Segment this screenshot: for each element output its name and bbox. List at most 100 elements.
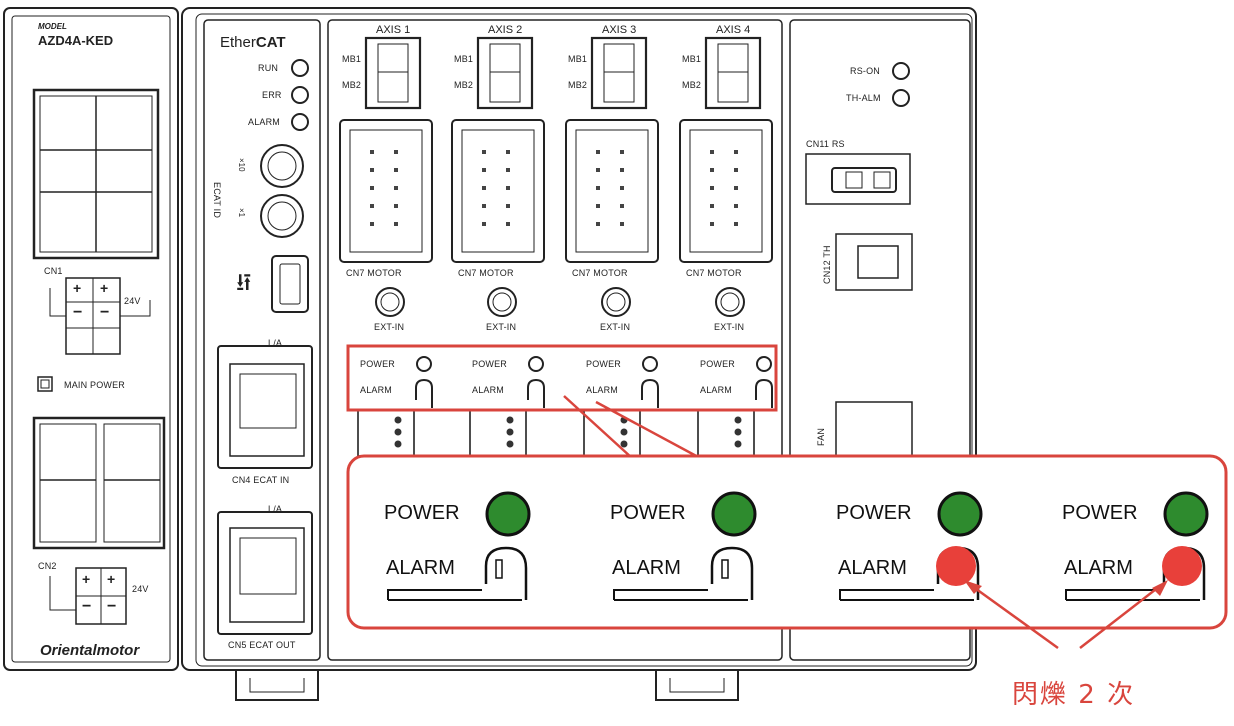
- ecat-id-switch-x10: [260, 144, 304, 188]
- led-highlight-box: [346, 344, 778, 412]
- ecat-id-switch-x1: [260, 194, 304, 238]
- cn4-la-label: L/A: [268, 338, 283, 348]
- power-led-large: [937, 491, 983, 537]
- mb1-label: MB1: [568, 54, 588, 64]
- zoom-alarm-label: ALARM: [838, 557, 907, 579]
- axis-column-1: [339, 36, 433, 457]
- zoom-panel: [346, 454, 1228, 630]
- zoom-alarm-label: ALARM: [1064, 557, 1133, 579]
- ext-in-label: EXT-IN: [600, 322, 631, 332]
- cn4-label: CN4 ECAT IN: [232, 475, 290, 485]
- zoom-alarm-label: ALARM: [386, 557, 455, 579]
- axis-power-label: POWER: [586, 359, 622, 369]
- cn1-minus-2: −: [100, 304, 110, 321]
- upper-power-connector: [32, 88, 160, 260]
- model-name: AZD4A-KED: [38, 33, 114, 48]
- blink-twice-annotation: 閃爍 2 次: [1012, 680, 1136, 710]
- power-unit-housing: [3, 7, 179, 671]
- cn1-plus-2: +: [100, 280, 109, 296]
- zoom-axis-1: [387, 491, 531, 601]
- mb-connector: [364, 36, 422, 110]
- cn12-th-connector: [835, 233, 913, 291]
- ext-in-jack: [375, 287, 405, 317]
- axis-alarm-label: ALARM: [472, 385, 505, 395]
- alarm-led-blinking: [1162, 546, 1202, 586]
- mb2-label: MB2: [682, 80, 702, 90]
- alarm-led-label: ALARM: [248, 117, 281, 127]
- run-led-label: RUN: [258, 63, 279, 73]
- driver-chassis: [181, 7, 977, 671]
- ext-in-jack: [715, 287, 745, 317]
- axis-power-label: POWER: [700, 359, 736, 369]
- axis-alarm-label: ALARM: [360, 385, 393, 395]
- mb-connector: [704, 36, 762, 110]
- axis-title: AXIS 3: [602, 24, 637, 36]
- cn2-label: CN2: [38, 561, 57, 571]
- axis-column-3: [565, 36, 659, 457]
- axis-alarm-label: ALARM: [586, 385, 619, 395]
- axis-column-2: [451, 36, 545, 457]
- ethercat-module: [203, 19, 321, 661]
- cn1-plus-1: +: [73, 280, 82, 296]
- main-power-lamp: [37, 376, 53, 392]
- right-module: [789, 19, 971, 661]
- th-alm-label: TH-ALM: [846, 93, 881, 103]
- mb1-label: MB1: [342, 54, 362, 64]
- motor-connector: [679, 119, 773, 263]
- main-power-label: MAIN POWER: [64, 380, 126, 390]
- usb-port: [271, 255, 309, 313]
- ext-in-jack: [601, 287, 631, 317]
- mb1-label: MB1: [682, 54, 702, 64]
- mount-foot-right: [655, 670, 739, 701]
- zoom-power-label: POWER: [610, 502, 686, 524]
- axis-power-label: POWER: [360, 359, 396, 369]
- mount-foot-left: [235, 670, 319, 701]
- motor-connector: [451, 119, 545, 263]
- axis-title: AXIS 1: [376, 24, 411, 36]
- axis-title: AXIS 4: [716, 24, 751, 36]
- power-led-large: [485, 491, 531, 537]
- cn2-minus-1: −: [82, 598, 92, 615]
- axis-power-label: POWER: [472, 359, 508, 369]
- ext-in-jack: [487, 287, 517, 317]
- mb2-label: MB2: [454, 80, 474, 90]
- motor-connector: [339, 119, 433, 263]
- motor-label: CN7 MOTOR: [572, 268, 628, 278]
- ext-in-label: EXT-IN: [486, 322, 517, 332]
- mb1-label: MB1: [454, 54, 474, 64]
- motor-connector: [565, 119, 659, 263]
- cn2-plus-1: +: [82, 571, 91, 587]
- mb-connector: [476, 36, 534, 110]
- mb2-label: MB2: [568, 80, 588, 90]
- ethercat-logo: EtherCAT: [220, 34, 286, 51]
- zoom-power-label: POWER: [1062, 502, 1138, 524]
- mb2-label: MB2: [342, 80, 362, 90]
- alarm-led-blinking: [936, 546, 976, 586]
- brand-logo: Orientalmotor: [40, 642, 140, 659]
- cn11-rs-connector: [805, 153, 911, 205]
- power-led-large: [1163, 491, 1209, 537]
- power-led-large: [711, 491, 757, 537]
- cn5-label: CN5 ECAT OUT: [228, 640, 296, 650]
- cn2-plus-2: +: [107, 571, 116, 587]
- cn2-minus-2: −: [107, 598, 117, 615]
- lower-power-connector: [32, 416, 166, 550]
- zoom-axis-4: [1065, 491, 1209, 601]
- cn1-voltage: 24V: [124, 296, 141, 306]
- axis-title: AXIS 2: [488, 24, 523, 36]
- cn4-ecat-in-port: [217, 345, 313, 469]
- cn11-label: CN11 RS: [806, 139, 845, 149]
- cn1-label: CN1: [44, 266, 63, 276]
- cn1-minus-1: −: [73, 304, 83, 321]
- zoom-axis-3: [839, 491, 983, 601]
- axis-alarm-label: ALARM: [700, 385, 733, 395]
- rs-on-label: RS-ON: [850, 66, 880, 76]
- axis-area: [327, 19, 783, 661]
- zoom-power-label: POWER: [384, 502, 460, 524]
- zoom-axis-2: [613, 491, 757, 601]
- err-led-label: ERR: [262, 90, 282, 100]
- axis-column-4: [679, 36, 773, 457]
- cn2-voltage: 24V: [132, 584, 149, 594]
